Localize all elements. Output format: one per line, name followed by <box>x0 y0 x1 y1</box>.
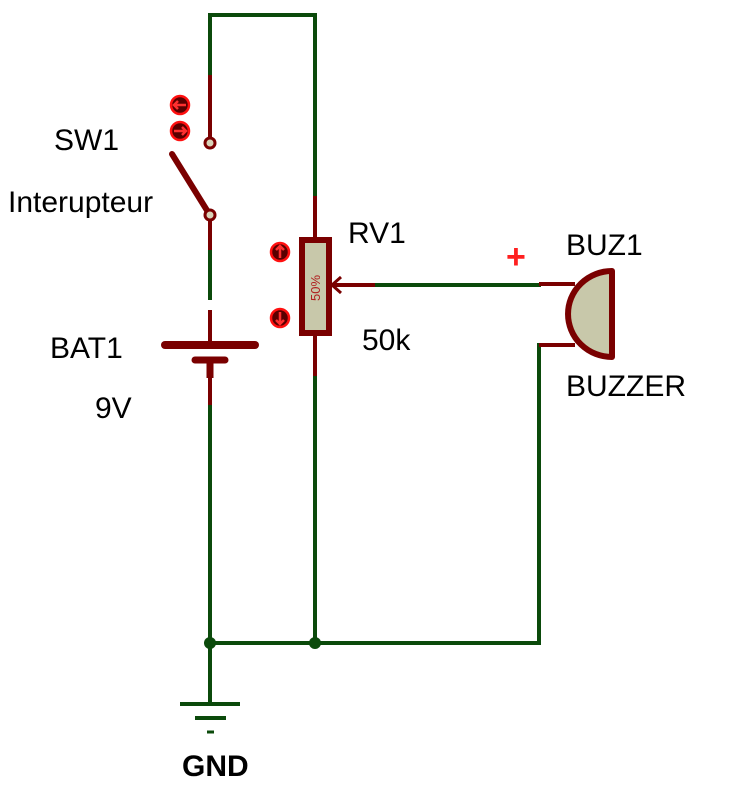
wire-top[interactable] <box>208 13 317 200</box>
wire-ground-bus[interactable] <box>208 343 541 645</box>
junction-dot <box>309 637 321 649</box>
ground-symbol[interactable] <box>180 702 240 734</box>
ground-label: GND <box>182 750 249 783</box>
buzzer-buz1[interactable] <box>539 268 615 360</box>
polarity-plus-mark: + <box>506 238 526 276</box>
pot-value-label: 50k <box>362 324 411 357</box>
switch-ref-label: SW1 <box>54 124 119 157</box>
buzzer-ref-label: BUZ1 <box>566 229 643 262</box>
switch-sw1[interactable] <box>169 75 217 250</box>
battery-ref-label: BAT1 <box>50 332 123 365</box>
arrow-down-icon[interactable] <box>269 307 291 329</box>
pot-position-label: 50% <box>308 275 323 301</box>
battery-bat1[interactable] <box>161 310 259 405</box>
pot-ref-label: RV1 <box>348 217 406 250</box>
junction-dot <box>204 637 216 649</box>
arrow-left-icon[interactable] <box>169 94 191 116</box>
buzzer-value-label: BUZZER <box>566 370 686 403</box>
arrow-up-icon[interactable] <box>269 241 291 263</box>
potentiometer-rv1[interactable]: 50% <box>299 196 375 376</box>
switch-value-label: Interupteur <box>8 186 153 219</box>
battery-value-label: 9V <box>95 392 132 425</box>
arrow-right-icon[interactable] <box>169 120 191 142</box>
wires <box>208 13 541 702</box>
